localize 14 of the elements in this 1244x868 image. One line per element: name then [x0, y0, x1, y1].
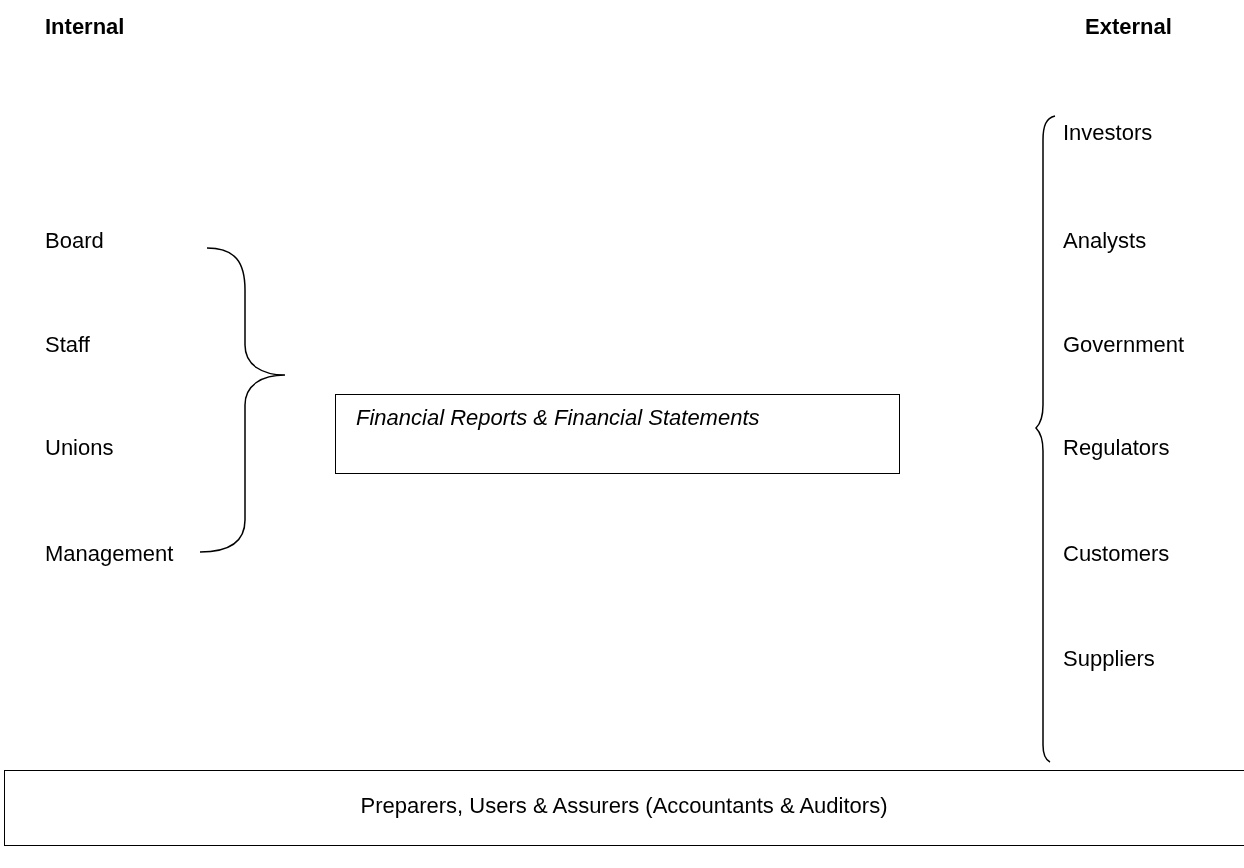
user-label: Staff	[45, 331, 90, 359]
user-label: Analysts	[1063, 227, 1147, 255]
user-label: Management	[45, 540, 174, 568]
column-heading: Internal	[45, 13, 125, 41]
user-label: Board	[45, 227, 104, 255]
user-label: Government	[1063, 331, 1185, 359]
text-box: Preparers, Users & Assurers (Accountants & Auditors)	[4, 770, 1244, 846]
text-box: Financial Reports & Financial Statements	[335, 394, 900, 474]
user-label: Suppliers	[1063, 645, 1155, 673]
user-label: Customers	[1063, 540, 1170, 568]
user-label: Investors	[1063, 119, 1153, 147]
user-label: Unions	[45, 434, 114, 462]
user-label: Regulators	[1063, 434, 1170, 462]
column-heading: External	[1085, 13, 1172, 41]
